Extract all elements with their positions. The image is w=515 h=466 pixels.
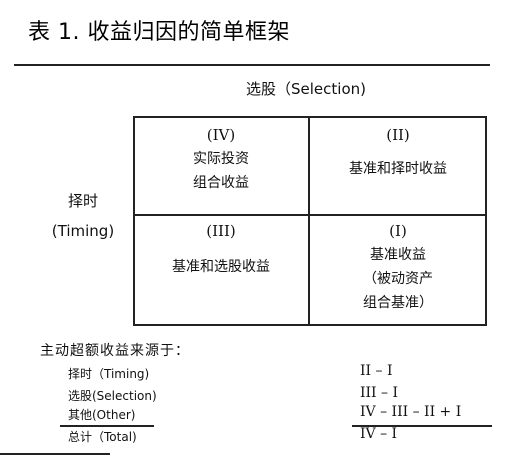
cell-iv-line2: 组合收益 [193, 175, 249, 191]
cell-iv: (IV) 实际投资 组合收益 [135, 123, 307, 195]
matrix-vertical-divider [308, 116, 310, 326]
timing-axis-label-cn: 择时 [67, 192, 98, 210]
source-timing-formula: II – I [360, 363, 393, 379]
cell-ii: (II) 基准和择时收益 [310, 123, 486, 181]
summary-divider-right [352, 425, 492, 427]
cell-i-line1: 基准收益 [370, 247, 426, 263]
cell-iv-line1: 实际投资 [193, 151, 249, 167]
source-selection-label: 选股(Selection) [68, 389, 157, 403]
cell-ii-line1: 基准和择时收益 [349, 161, 447, 177]
cell-i-line3: 组合基准） [363, 295, 433, 311]
cell-iv-roman: (IV) [206, 126, 236, 144]
source-other-label: 其他(Other) [68, 408, 136, 422]
page-title: 表 1. 收益归因的简单框架 [28, 20, 290, 45]
selection-axis-label: 选股（Selection) [246, 80, 366, 98]
source-timing-label: 择时（Timing) [68, 367, 150, 381]
cell-i-line2: （被动资产 [363, 271, 433, 287]
attribution-matrix [133, 116, 487, 326]
summary-heading: 主动超额收益来源于： [40, 343, 190, 359]
matrix-horizontal-divider [133, 214, 487, 216]
cell-iii-line1: 基准和选股收益 [172, 259, 270, 275]
bottom-rule [0, 453, 110, 455]
cell-iii: (III) 基准和选股收益 [135, 219, 307, 279]
source-other-formula: IV – III – II + I [360, 404, 462, 420]
summary-divider-left [60, 425, 154, 427]
timing-axis-label-en: (Timing) [51, 222, 115, 240]
cell-i-roman: (I) [389, 222, 407, 240]
title-underline [14, 64, 490, 66]
cell-i: (I) 基准收益 （被动资产 组合基准） [310, 219, 486, 315]
source-total-label: 总计（Total) [68, 430, 137, 444]
source-selection-formula: III – I [360, 385, 399, 401]
cell-iii-roman: (III) [206, 222, 236, 240]
source-total-formula: IV – I [360, 426, 398, 442]
cell-ii-roman: (II) [386, 126, 410, 144]
